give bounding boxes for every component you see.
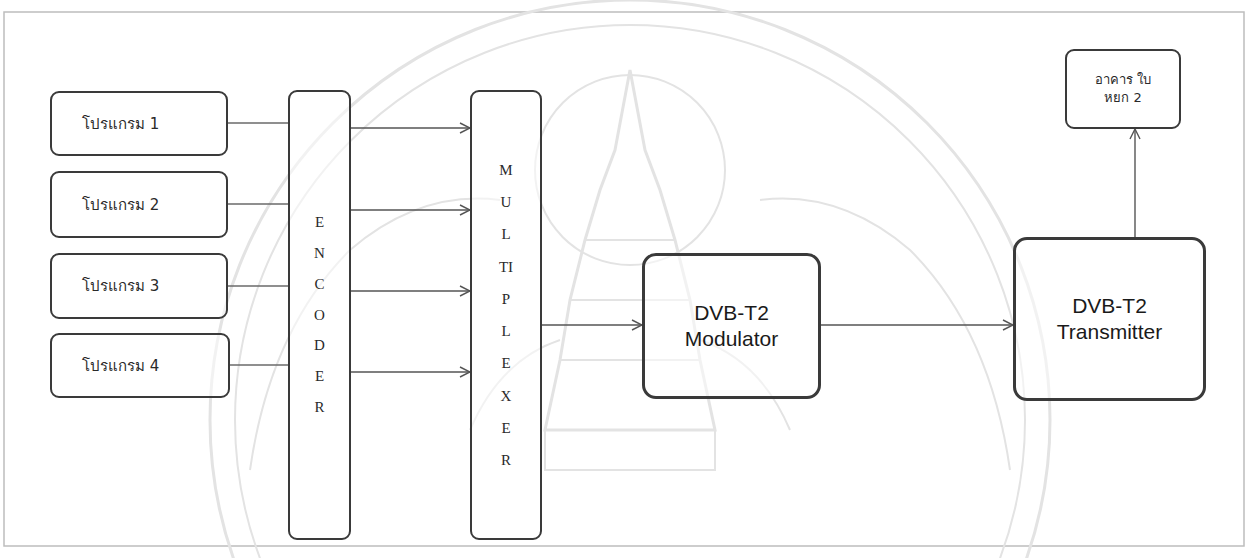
signal-arrow xyxy=(351,127,470,128)
outer-frame xyxy=(4,12,1244,546)
signal-arrow xyxy=(351,371,470,372)
multiplexer-box: MULTIPLEXER xyxy=(470,90,542,540)
signal-arrow xyxy=(821,324,1013,325)
signal-line xyxy=(228,122,288,123)
signal-line xyxy=(228,203,288,204)
signal-arrow xyxy=(542,324,642,325)
signal-line xyxy=(230,364,288,365)
program-box: โปรแกรม 1 xyxy=(50,91,228,156)
box-label: โปรแกรม 1 xyxy=(60,112,159,136)
seal-sunburst xyxy=(535,75,725,265)
box-label: โปรแกรม 2 xyxy=(60,193,159,217)
seal-watermark xyxy=(210,0,1050,558)
seal-ring xyxy=(210,0,1050,558)
box-label: DVB-T2 Modulator xyxy=(653,300,810,353)
signal-arrow xyxy=(351,290,470,291)
vertical-label: ENCODER xyxy=(312,207,327,422)
transmitter-box: DVB-T2 Transmitter xyxy=(1013,237,1206,401)
vertical-label: MULTIPLEXER xyxy=(499,154,514,477)
box-label: DVB-T2 Transmitter xyxy=(1024,293,1195,346)
signal-arrow xyxy=(351,209,470,210)
box-label: โปรแกรม 3 xyxy=(60,274,159,298)
encoder-box: ENCODER xyxy=(288,90,351,540)
seal-base xyxy=(545,430,715,470)
signal-arrow xyxy=(1134,129,1135,237)
box-label: อาคาร ใบหยก 2 xyxy=(1088,71,1158,106)
box-label: โปรแกรม 4 xyxy=(60,354,159,378)
modulator-box: DVB-T2 Modulator xyxy=(642,253,821,399)
signal-line xyxy=(228,285,288,286)
program-box: โปรแกรม 4 xyxy=(50,333,230,398)
seal-ring xyxy=(235,25,1025,558)
building-box: อาคาร ใบหยก 2 xyxy=(1065,49,1181,129)
program-box: โปรแกรม 2 xyxy=(50,171,228,238)
program-box: โปรแกรม 3 xyxy=(50,253,228,319)
